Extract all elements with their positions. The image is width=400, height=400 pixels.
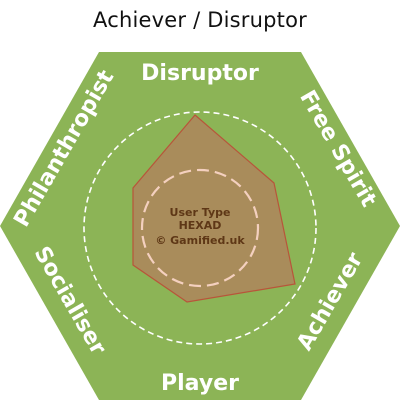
dashed-outer-circle bbox=[83, 111, 317, 345]
dashed-inner-circle bbox=[140, 168, 260, 288]
center-line-user-type: User Type bbox=[170, 206, 231, 219]
page-title: Achiever / Disruptor bbox=[93, 8, 307, 32]
center-line-hexad: HEXAD bbox=[179, 219, 222, 232]
label-player: Player bbox=[161, 371, 239, 396]
center-line-copyright: © Gamified.uk bbox=[155, 234, 245, 247]
user-profile-polygon bbox=[132, 114, 296, 303]
label-disruptor: Disruptor bbox=[141, 61, 259, 86]
